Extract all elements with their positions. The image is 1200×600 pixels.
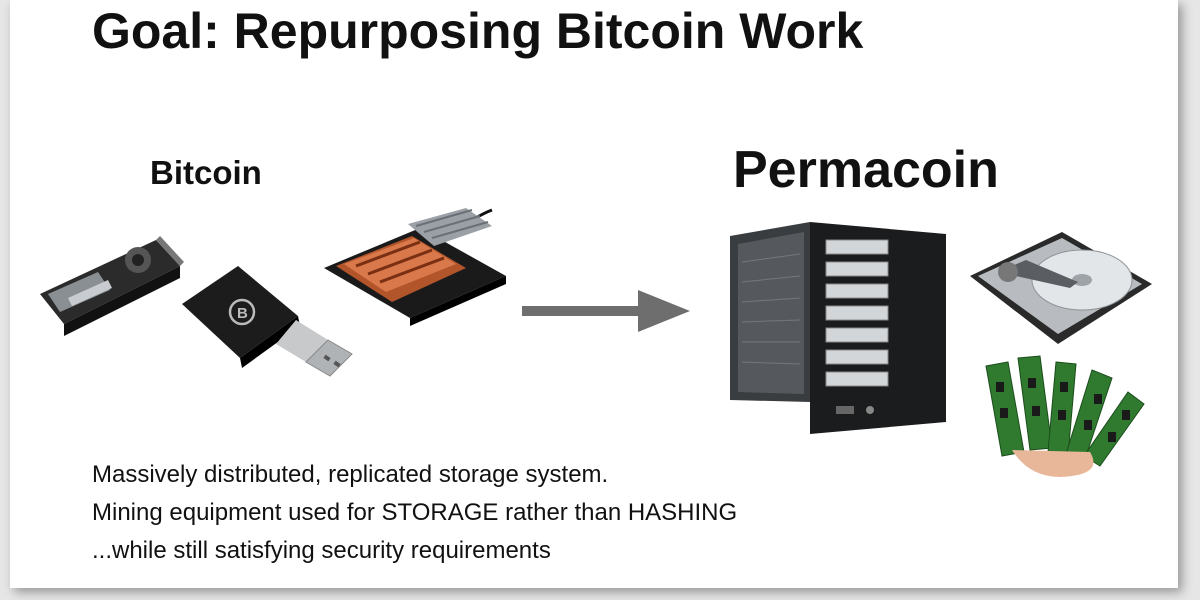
- gpu-card-icon: [40, 236, 184, 336]
- arrow-icon: [522, 290, 690, 332]
- permacoin-label: Permacoin: [733, 141, 999, 199]
- asic-heatsink-board-icon: [324, 208, 506, 326]
- bullet-item-1: Massively distributed, replicated storag…: [92, 461, 609, 488]
- slide: Goal: Repurposing Bitcoin Work Bitcoin P…: [10, 0, 1178, 588]
- usb-asic-miner-icon: B: [182, 266, 353, 377]
- bitcoin-label: Bitcoin: [150, 154, 262, 191]
- bullet-item-3: ...while still satisfying security requi…: [92, 537, 551, 564]
- svg-text:B: B: [237, 305, 248, 322]
- slide-title: Goal: Repurposing Bitcoin Work: [92, 3, 864, 59]
- ram-modules-icon: [985, 355, 1145, 477]
- bullet-list: Massively distributed, replicated storag…: [92, 456, 737, 570]
- bullet-item-2: Mining equipment used for STORAGE rather…: [92, 499, 738, 526]
- storage-server-icon: [730, 222, 946, 434]
- hard-drive-icon: [970, 232, 1152, 344]
